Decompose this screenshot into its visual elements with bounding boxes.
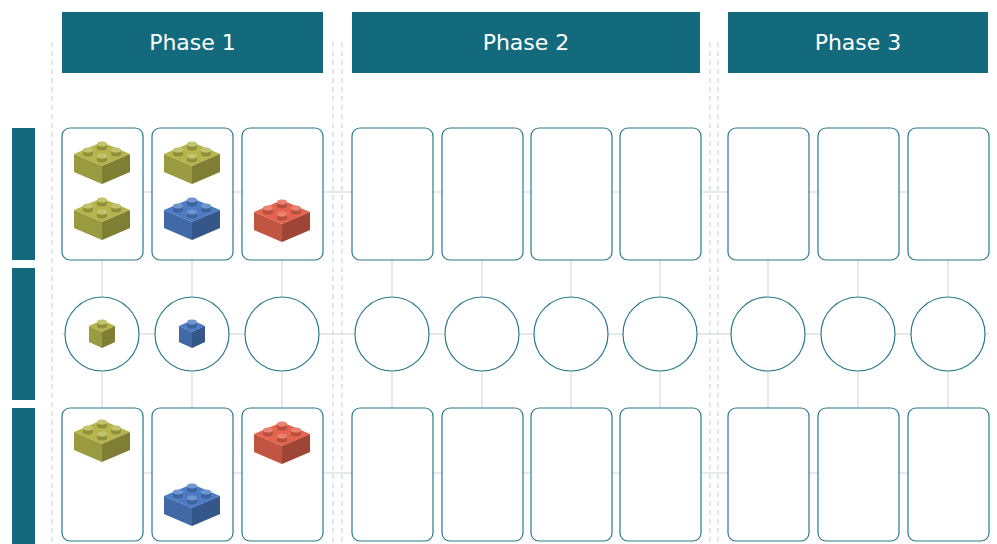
phase-header: Phase 2 xyxy=(352,12,700,73)
phase-label: Phase 2 xyxy=(483,30,570,55)
slot-circle xyxy=(65,297,985,371)
phase-header: Phase 3 xyxy=(728,12,988,73)
phase-label: Phase 1 xyxy=(149,30,236,55)
phase-label: Phase 3 xyxy=(815,30,902,55)
slot-box xyxy=(62,408,989,541)
row-bar xyxy=(12,128,35,544)
phase-header: Phase 1 xyxy=(62,12,323,73)
lego-brick xyxy=(74,142,310,527)
phase-divider xyxy=(52,42,718,544)
slot-box xyxy=(62,128,989,260)
